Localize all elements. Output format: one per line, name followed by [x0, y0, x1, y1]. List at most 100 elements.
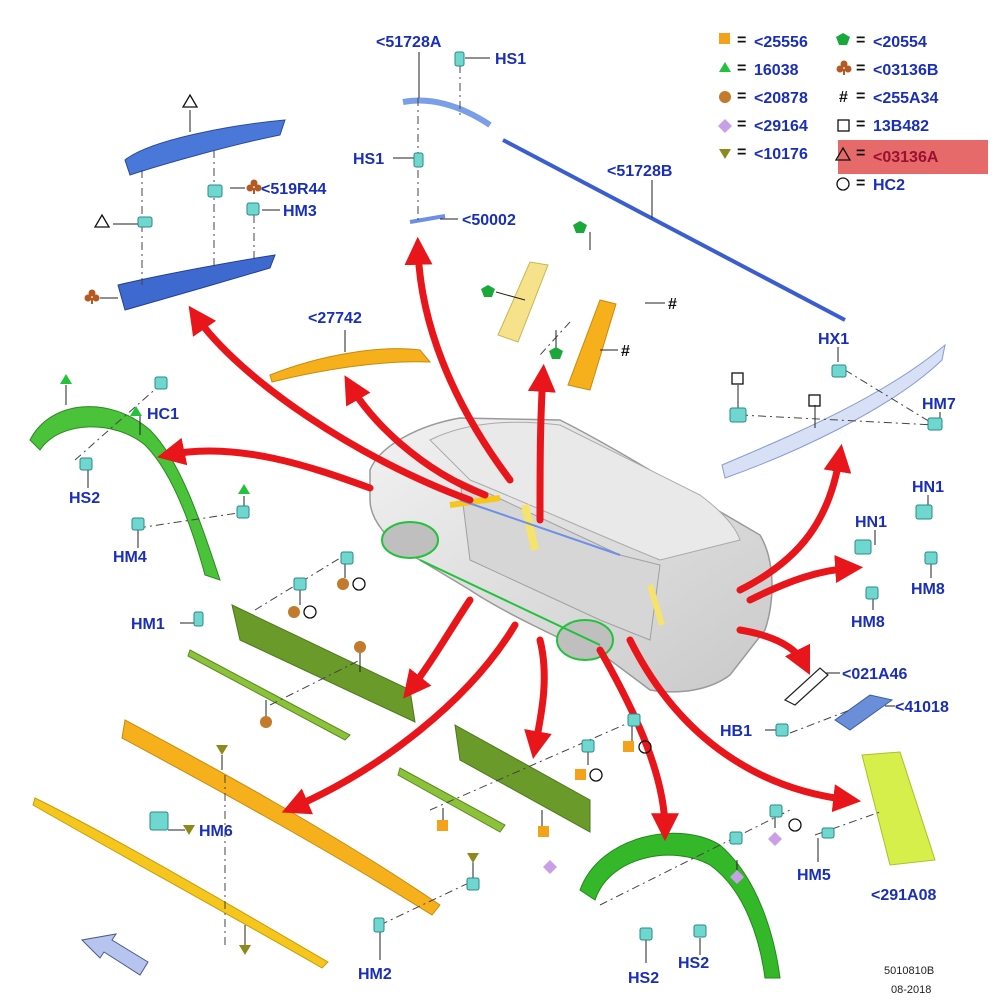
forward-arrow-icon: [80, 933, 149, 976]
legend-code-255A34: <255A34: [873, 90, 938, 107]
pillar-trim-front: [497, 261, 549, 343]
label-hm7: HM7: [922, 396, 956, 413]
legend-eq: =: [856, 60, 865, 77]
triangle-icon: [60, 374, 72, 384]
down-triangle-icon: [467, 853, 479, 863]
square-icon: [437, 820, 448, 831]
label-hm3: HM3: [283, 203, 317, 220]
square-icon: [719, 33, 730, 44]
label-50002: <50002: [462, 212, 516, 229]
rocker-molding-front-lower: [187, 649, 351, 741]
open-triangle-icon: [181, 93, 199, 108]
part-labels: <51728A HS1 HS1 <50002 <51728B <519R44 H…: [69, 34, 956, 996]
circle-icon: [260, 716, 272, 728]
open-circle-icon: [638, 740, 652, 754]
label-hx1: HX1: [818, 331, 849, 348]
legend-eq: =: [737, 116, 746, 133]
roof-rail-50002: [409, 214, 446, 224]
diamond-icon: [543, 860, 557, 874]
hash-icon: #: [621, 343, 630, 360]
legend-code-HC2: HC2: [873, 177, 905, 194]
label-hs1-mid: HS1: [353, 151, 384, 168]
pillar-trim-rear: [567, 299, 617, 391]
down-triangle-icon: [183, 825, 195, 835]
open-square-icon: [808, 394, 821, 407]
rocker-molding-rear-upper: [454, 724, 591, 833]
legend-eq: =: [737, 32, 746, 49]
legend-code-20878: <20878: [754, 90, 808, 107]
label-hm1: HM1: [131, 616, 165, 633]
label-hm2: HM2: [358, 966, 392, 983]
legend-code-13B482: 13B482: [873, 118, 929, 135]
down-triangle-icon: [216, 745, 228, 755]
label-519R44: <519R44: [261, 181, 326, 198]
label-hm8-left: HM8: [851, 614, 885, 631]
reflector-41018: [834, 694, 894, 731]
legend-eq: =: [856, 32, 865, 49]
label-hs1-top: HS1: [495, 51, 526, 68]
triangle-icon: [130, 406, 142, 416]
legend-eq: =: [856, 88, 865, 105]
legend-code-16038: 16038: [754, 62, 799, 79]
label-hc1: HC1: [147, 406, 179, 423]
label-27742: <27742: [308, 310, 362, 327]
label-hs2-front: HS2: [69, 490, 100, 507]
square-icon: [575, 769, 586, 780]
legend-eq: =: [737, 88, 746, 105]
legend: = <25556 = <20554 = 16038 = <03136B = <2…: [718, 32, 988, 194]
open-circle-icon: [352, 577, 366, 591]
club-icon: [84, 289, 100, 304]
label-hn1-left: HN1: [855, 514, 887, 531]
legend-eq: =: [856, 116, 865, 133]
open-circle-icon: [836, 177, 850, 191]
club-icon: [836, 60, 852, 75]
legend-eq: =: [737, 144, 746, 161]
diamond-icon: [768, 832, 782, 846]
fastener-clips: [79, 51, 943, 941]
legend-eq: =: [856, 175, 865, 192]
legend-code-25556: <25556: [754, 34, 808, 51]
bracket-021A46: [783, 667, 829, 706]
diamond-icon: [730, 870, 744, 884]
pentagon-icon: [836, 33, 850, 45]
legend-code-03136A: <03136A: [873, 149, 939, 166]
diagram-date: 08-2018: [891, 984, 931, 996]
label-hn1-right: HN1: [912, 479, 944, 496]
label-hb1: HB1: [720, 723, 752, 740]
triangle-icon: [719, 62, 731, 72]
label-hm5: HM5: [797, 867, 831, 884]
diagram-code: 5010810B: [884, 965, 934, 977]
label-hs2-rear-right: HS2: [678, 955, 709, 972]
pentagon-icon: [481, 285, 495, 297]
spoiler-13B482: [721, 343, 946, 479]
open-triangle-icon: [834, 146, 852, 161]
rocker-molding-front-upper: [231, 604, 416, 723]
label-hm8-right: HM8: [911, 581, 945, 598]
hash-icon: #: [668, 296, 677, 313]
circle-icon: [288, 606, 300, 618]
open-circle-icon: [589, 768, 603, 782]
open-circle-icon: [303, 605, 317, 619]
square-icon: [623, 741, 634, 752]
pentagon-icon: [573, 221, 587, 233]
label-291A08: <291A08: [871, 887, 936, 904]
roof-rail-51728A: [402, 97, 492, 128]
club-icon: [246, 179, 262, 194]
quarter-trim-291A08: [861, 751, 936, 866]
label-51728A: <51728A: [376, 34, 442, 51]
legend-highlight: [838, 140, 988, 174]
molding-27742: [269, 348, 432, 383]
cowl-panel-upper: [124, 119, 286, 176]
circle-icon: [354, 641, 366, 653]
running-board-upper: [121, 719, 441, 916]
open-square-icon: [837, 119, 850, 132]
legend-code-29164: <29164: [754, 118, 808, 135]
cowl-panel-lower: [117, 254, 276, 311]
diamond-icon: [718, 119, 732, 133]
label-41018: <41018: [895, 699, 949, 716]
label-hm4: HM4: [113, 549, 147, 566]
open-circle-icon: [788, 818, 802, 832]
roof-rail-51728B: [502, 138, 846, 322]
label-hm6: HM6: [199, 823, 233, 840]
